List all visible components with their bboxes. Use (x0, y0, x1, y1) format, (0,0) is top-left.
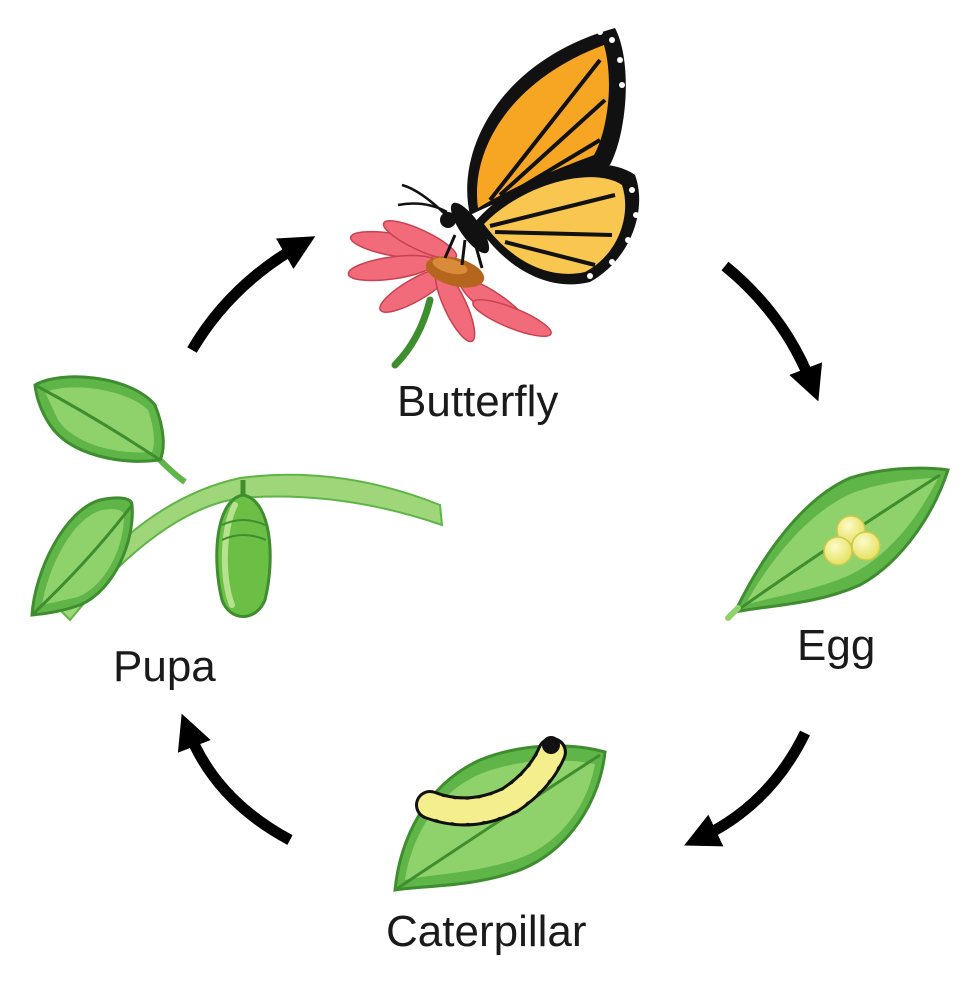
egg-leaf-illustration (725, 466, 950, 621)
pupa-branch-illustration (30, 375, 444, 622)
arrow-caterpillar-to-pupa (177, 713, 293, 845)
flower-icon (347, 220, 552, 369)
egg-icon (823, 515, 881, 566)
stage-label-butterfly: Butterfly (397, 377, 559, 426)
stage-label-pupa: Pupa (113, 642, 216, 691)
stage-label-egg: Egg (797, 621, 876, 670)
arrow-butterfly-to-egg (721, 261, 823, 402)
butterfly-illustration (347, 28, 640, 369)
stage-label-caterpillar: Caterpillar (386, 907, 587, 956)
leaf-icon (30, 496, 134, 617)
caterpillar-icon (415, 736, 567, 827)
pupa-icon (215, 480, 272, 618)
butterfly-icon (397, 28, 640, 285)
caterpillar-leaf-illustration (393, 736, 607, 892)
leaf-icon (33, 375, 165, 463)
arrow-pupa-to-butterfly (187, 236, 316, 353)
arrow-egg-to-caterpillar (684, 730, 810, 847)
